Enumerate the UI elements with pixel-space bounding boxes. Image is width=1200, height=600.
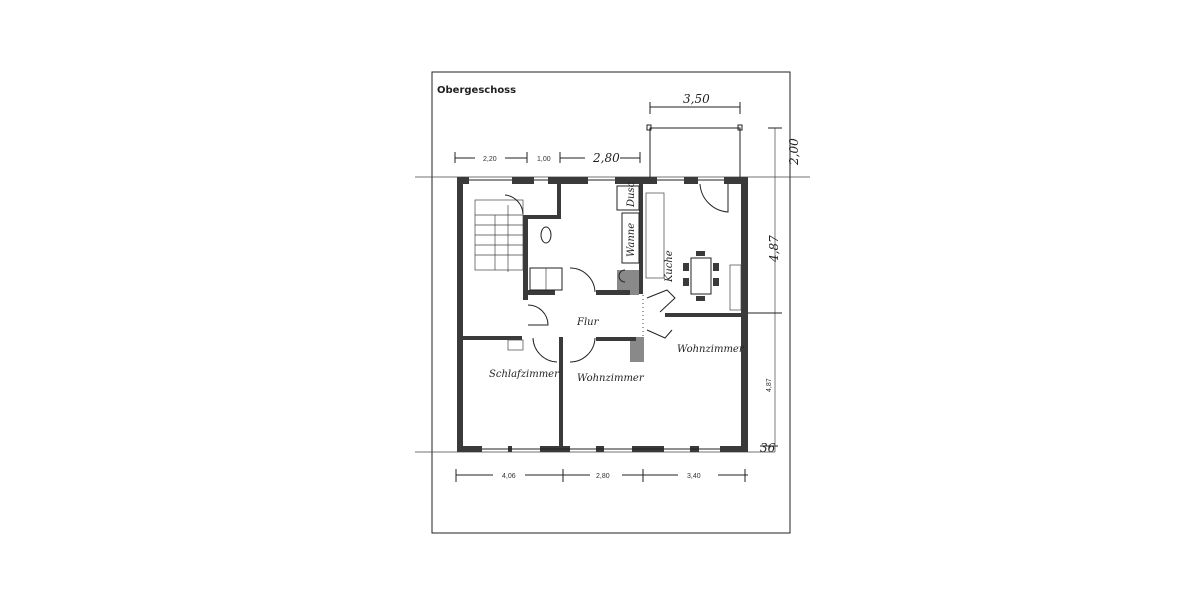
- room-label-shower: Dusc: [626, 181, 637, 208]
- svg-text:3,40: 3,40: [687, 473, 701, 480]
- interior-walls: [460, 184, 743, 447]
- room-label-bathtub: Wanne: [626, 223, 637, 257]
- plan-title: Obergeschoss: [437, 85, 516, 96]
- kitchen-cabinet: [729, 264, 742, 311]
- svg-text:1,00: 1,00: [537, 156, 551, 163]
- bathtub: [621, 212, 640, 264]
- room-label-living-room-2: Wohnzimmer: [677, 344, 745, 355]
- svg-text:2,80: 2,80: [596, 473, 610, 480]
- dimension-balcony-width: 3,50: [649, 92, 741, 114]
- svg-text:36: 36: [760, 441, 776, 455]
- staircase: [474, 199, 524, 272]
- kitchen-counter: [645, 192, 665, 279]
- shower: [616, 185, 640, 211]
- doors: [504, 183, 729, 363]
- dining-table: [683, 251, 719, 301]
- dimension-top: 2,20 1,00 2,80: [454, 151, 641, 165]
- dimension-bottom: 4,06 2,80 3,40: [455, 469, 748, 482]
- svg-text:2,80: 2,80: [592, 151, 620, 165]
- balcony: [646, 124, 743, 177]
- room-label-bedroom: Schlafzimmer: [489, 369, 560, 380]
- room-label-hall: Flur: [576, 317, 600, 328]
- svg-text:4,87: 4,87: [766, 378, 773, 392]
- svg-text:4,06: 4,06: [502, 473, 516, 480]
- room-label-kitchen: Kuche: [664, 250, 675, 283]
- room-label-living-room-1: Wohnzimmer: [577, 373, 645, 384]
- fixtures: [507, 185, 742, 351]
- svg-text:3,50: 3,50: [683, 92, 710, 106]
- toilet: [540, 226, 552, 244]
- outer-walls: [457, 177, 748, 452]
- sheet-frame: [431, 71, 791, 534]
- dimension-right: 2,00 4,87 4,87 36: [748, 127, 801, 455]
- svg-text:2,20: 2,20: [483, 156, 497, 163]
- svg-text:2,00: 2,00: [787, 138, 801, 166]
- svg-text:4,87: 4,87: [767, 235, 781, 263]
- washbasin: [618, 269, 626, 283]
